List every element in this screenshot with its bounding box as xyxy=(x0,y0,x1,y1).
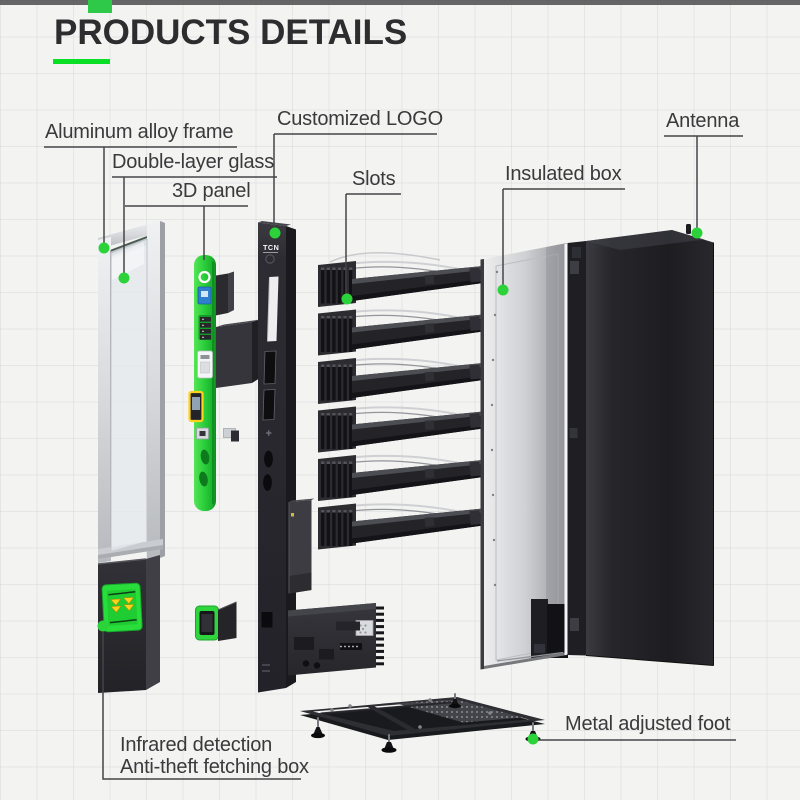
metal-foot xyxy=(311,717,325,739)
slot-tray xyxy=(317,405,484,454)
display-window xyxy=(267,276,279,342)
leader-lines xyxy=(44,133,743,780)
infrared-screen xyxy=(101,582,143,633)
card-reader xyxy=(188,390,204,423)
top-edge-strip xyxy=(0,0,800,5)
label-antenna: Antenna xyxy=(666,110,740,132)
label-anti-theft-fetching-box: Anti-theft fetching box xyxy=(120,756,309,778)
ring-hole-icon xyxy=(198,270,211,284)
speaker-hole xyxy=(199,471,208,487)
label-insulated-box: Insulated box xyxy=(505,163,622,185)
metal-foot xyxy=(449,693,461,709)
label-infrared-anti-theft: Infrared detection Anti-theft fetching b… xyxy=(120,734,309,778)
label-aluminum-alloy-frame: Aluminum alloy frame xyxy=(45,121,234,143)
marker-dot xyxy=(269,227,281,239)
slot-tray xyxy=(317,502,484,551)
marker-dot xyxy=(97,620,109,632)
title-underline xyxy=(53,59,110,64)
label-double-layer-glass: Double-layer glass xyxy=(112,151,275,173)
antenna-stub xyxy=(686,224,691,234)
marker-dot xyxy=(118,272,130,284)
green-accent-chip xyxy=(88,0,112,13)
chute-box xyxy=(288,498,315,594)
page-title: PRODUCTS DETAILS xyxy=(54,13,408,52)
label-metal-adjusted-foot: Metal adjusted foot xyxy=(565,713,731,735)
double-layer-glass xyxy=(110,238,148,551)
down-arrows-icon xyxy=(110,597,135,613)
metal-foot xyxy=(381,734,397,753)
base-frame xyxy=(300,697,545,740)
cable-connector xyxy=(223,428,239,442)
brand-logo: TCN xyxy=(263,243,279,252)
keypad xyxy=(198,315,213,340)
scanner-module xyxy=(195,601,237,641)
slot-tray xyxy=(317,308,484,357)
compressor-unit xyxy=(496,599,568,662)
cabinet-interior xyxy=(484,243,567,669)
slots-stack xyxy=(317,252,484,551)
label-slots: Slots xyxy=(352,168,396,190)
speaker-hole xyxy=(200,449,210,465)
marker-dot xyxy=(98,242,110,254)
adjustable-feet xyxy=(311,693,541,753)
marker-dot xyxy=(341,293,353,305)
label-infrared-detection: Infrared detection xyxy=(120,734,273,756)
insulated-box xyxy=(480,224,714,670)
control-board xyxy=(288,603,384,676)
marker-dots xyxy=(97,227,703,745)
marker-dot xyxy=(527,733,539,745)
slot-tray xyxy=(317,454,484,502)
marker-dot xyxy=(497,284,509,296)
marker-dot xyxy=(691,227,703,239)
cabinet-body xyxy=(586,230,714,666)
bill-acceptor xyxy=(197,350,213,379)
label-customized-logo: Customized LOGO xyxy=(277,108,443,130)
usb-connector xyxy=(196,427,209,440)
anti-theft-fetching-box xyxy=(97,555,160,693)
3d-panel xyxy=(188,255,260,641)
slot-tray xyxy=(317,357,484,405)
label-3d-panel: 3D panel xyxy=(172,180,251,202)
